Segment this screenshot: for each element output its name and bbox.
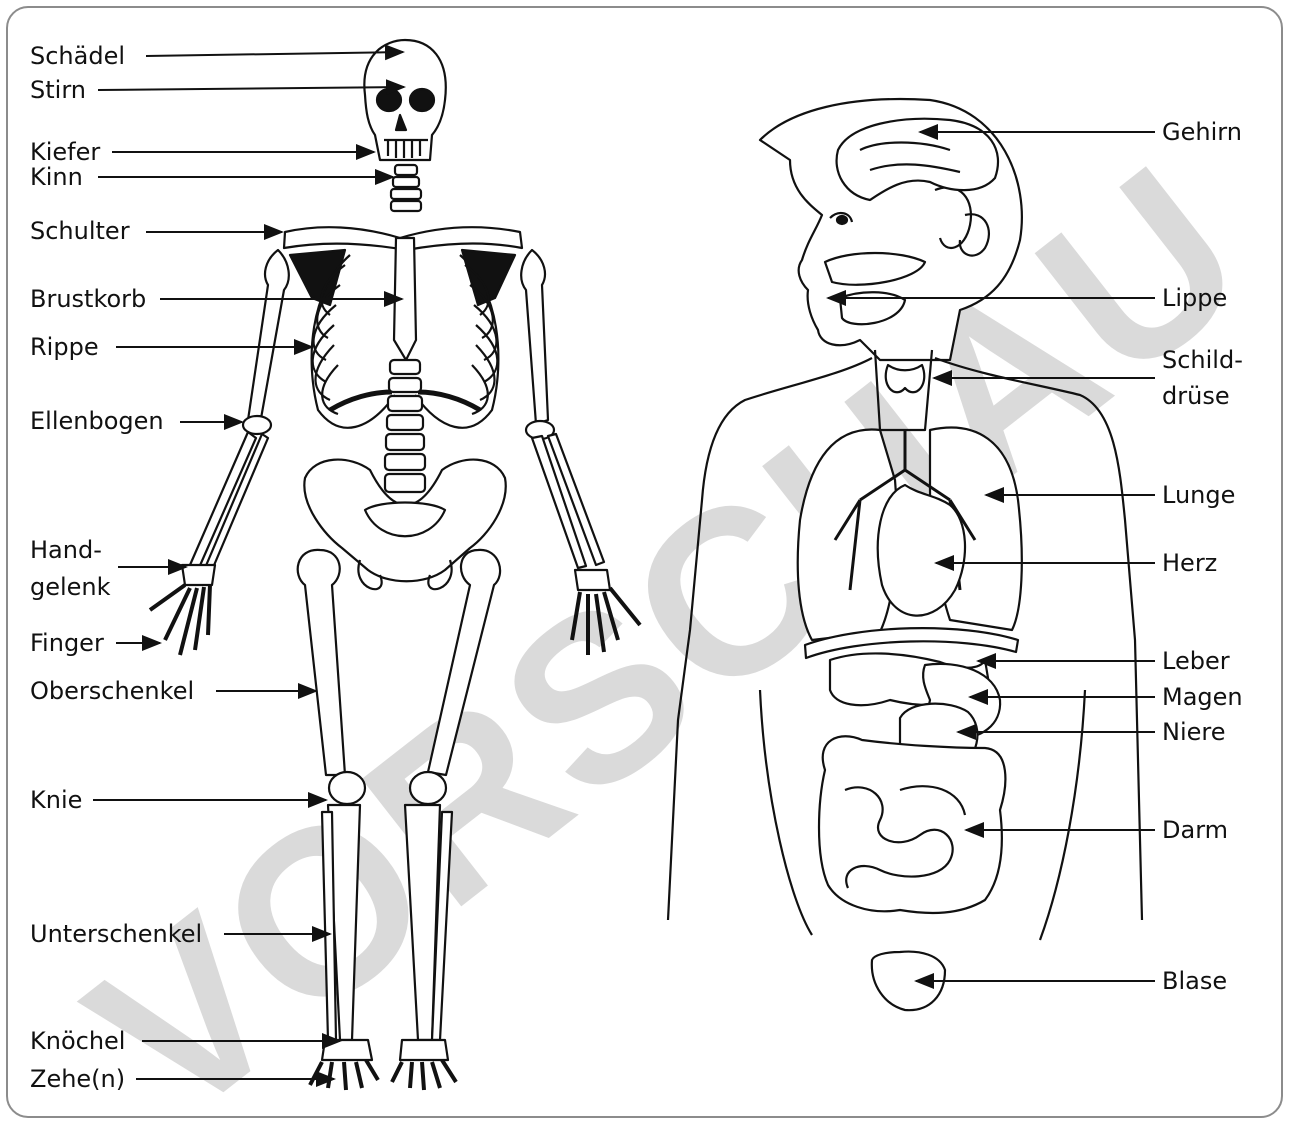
label-ellenbogen: Ellenbogen [30,406,164,436]
label-blase: Blase [1162,966,1227,996]
label-stirn: Stirn [30,75,86,105]
label-knoechel: Knöchel [30,1026,125,1056]
label-gehirn: Gehirn [1162,117,1242,147]
label-schild: Schild- [1162,345,1243,375]
torso-figure [668,99,1142,1010]
thyroid [886,365,925,392]
label-leber: Leber [1162,646,1230,676]
lumbar-spine [385,360,425,492]
label-niere: Niere [1162,717,1226,747]
skeleton-figure [150,40,640,1090]
label-finger: Finger [30,628,104,658]
arm-left [150,250,289,655]
label-herz: Herz [1162,548,1217,578]
skull [364,40,445,160]
label-knie: Knie [30,785,82,815]
arm-right [521,250,640,655]
label-darm: Darm [1162,815,1228,845]
label-hand: Hand- [30,535,102,565]
label-schulter: Schulter [30,216,130,246]
label-rippe: Rippe [30,332,99,362]
label-lippe: Lippe [1162,283,1227,313]
leg-right [392,550,500,1090]
label-druese: drüse [1162,381,1230,411]
cervical-spine [391,165,421,211]
label-brustkorb: Brustkorb [30,284,146,314]
label-zehen: Zehe(n) [30,1064,125,1094]
leg-left [298,550,378,1090]
label-gelenk: gelenk [30,572,111,602]
scapula-left [290,250,345,305]
label-kinn: Kinn [30,162,83,192]
label-unterschenkel: Unterschenkel [30,919,202,949]
label-schaedel: Schädel [30,41,125,71]
label-lunge: Lunge [1162,480,1235,510]
label-oberschenkel: Oberschenkel [30,676,194,706]
label-magen: Magen [1162,682,1243,712]
